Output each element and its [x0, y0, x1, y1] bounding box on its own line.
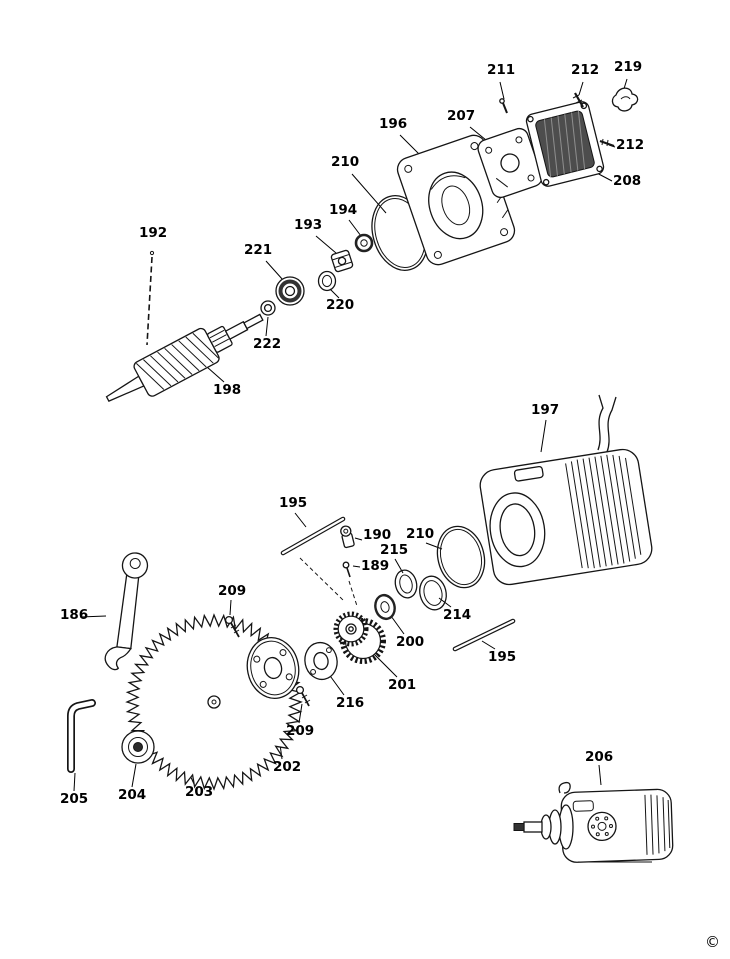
part-208-field-cover	[525, 101, 605, 187]
part-221-bearing	[275, 276, 305, 306]
part-214-ring	[419, 575, 447, 611]
part-label-190: 190	[363, 527, 392, 543]
part-label-209-a: 209	[218, 583, 247, 599]
part-label-210-b: 210	[406, 526, 435, 542]
part-label-197: 197	[531, 402, 560, 418]
part-label-212-b: 212	[616, 137, 645, 153]
part-label-196: 196	[379, 116, 408, 132]
part-206-motor-assembly	[513, 781, 674, 863]
part-195-pin-upper	[280, 516, 346, 556]
part-label-195-b: 195	[488, 649, 517, 665]
part-194-ring	[354, 233, 374, 253]
part-label-194: 194	[329, 202, 358, 218]
part-label-222: 222	[253, 336, 282, 352]
part-label-202: 202	[273, 759, 302, 775]
part-216-retainer	[304, 641, 338, 681]
part-label-207: 207	[447, 108, 476, 124]
part-label-189: 189	[361, 558, 390, 574]
part-192-screw-rod	[146, 250, 155, 346]
part-190-terminal	[340, 525, 355, 549]
part-200-bearing	[374, 593, 396, 621]
part-label-211: 211	[487, 62, 516, 78]
part-label-205: 205	[60, 791, 89, 807]
part-186-wrench	[104, 552, 149, 671]
part-220-ring	[317, 270, 337, 292]
part-204-flange-nut	[121, 730, 155, 764]
part-label-198: 198	[213, 382, 242, 398]
part-label-220: 220	[326, 297, 355, 313]
part-201-gear	[333, 611, 386, 664]
part-label-214: 214	[443, 607, 472, 623]
copyright-mark: ©	[705, 933, 720, 951]
part-label-209-b: 209	[286, 723, 315, 739]
part-label-208: 208	[613, 173, 642, 189]
part-222-spacer	[260, 300, 276, 316]
part-label-219: 219	[614, 59, 643, 75]
part-label-206: 206	[585, 749, 614, 765]
part-label-210-a: 210	[331, 154, 360, 170]
part-189-screw	[342, 561, 351, 578]
part-209-screw-a	[224, 615, 240, 638]
part-197-motor-can	[479, 448, 653, 586]
part-211-screw	[499, 98, 508, 114]
part-212-screw-b	[599, 138, 615, 148]
part-202-flange	[246, 637, 300, 699]
part-label-186: 186	[60, 607, 89, 623]
part-210-ring-lower	[436, 525, 486, 589]
part-label-221: 221	[244, 242, 273, 258]
part-label-216: 216	[336, 695, 365, 711]
part-195-pin-lower	[452, 618, 516, 652]
part-212-screw-a	[572, 92, 584, 108]
motor-cord	[597, 394, 617, 453]
part-label-204: 204	[118, 787, 147, 803]
part-205-hex-key	[67, 699, 96, 773]
part-label-212-a: 212	[571, 62, 600, 78]
part-label-200: 200	[396, 634, 425, 650]
part-label-201: 201	[388, 677, 417, 693]
part-label-193: 193	[294, 217, 323, 233]
part-label-203: 203	[185, 784, 214, 800]
part-215-ring	[394, 569, 418, 599]
part-label-192: 192	[139, 225, 168, 241]
part-209-screw-b	[295, 685, 311, 707]
assembly-axis-dashes	[299, 557, 358, 607]
part-label-195-a: 195	[279, 495, 308, 511]
part-219-clip	[611, 87, 639, 112]
part-label-215: 215	[380, 542, 409, 558]
part-198-armature	[105, 313, 264, 402]
part-193-bearing	[330, 249, 354, 273]
